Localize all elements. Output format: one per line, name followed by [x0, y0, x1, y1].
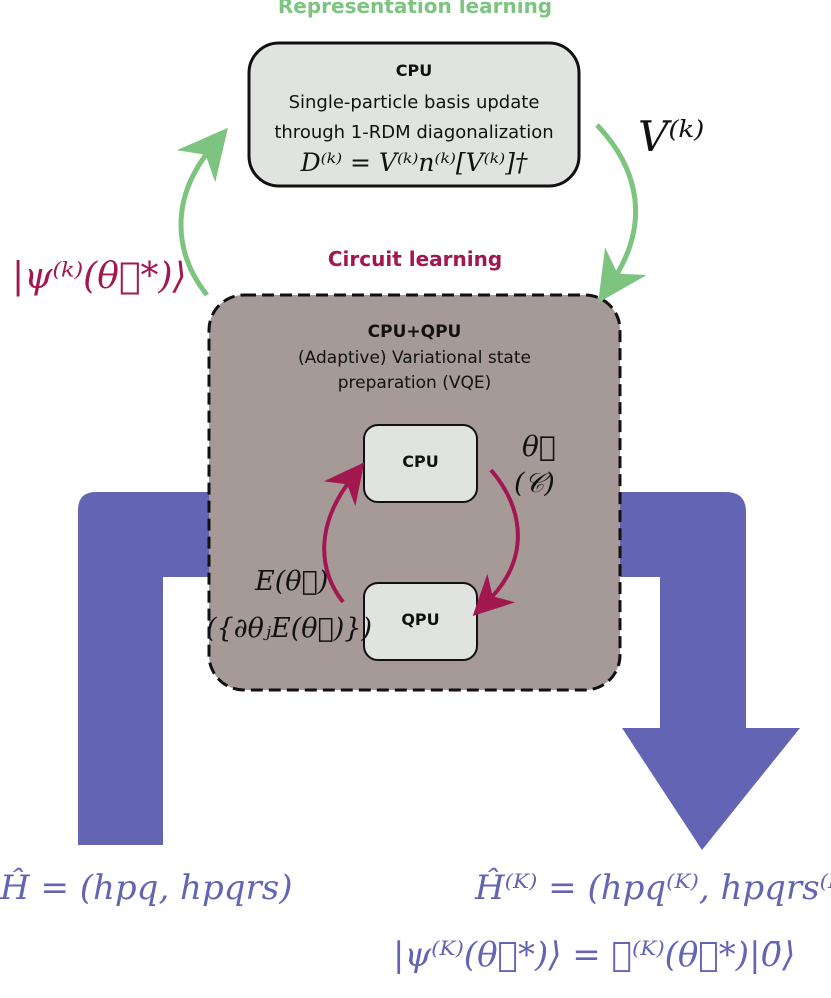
representation-learning-label: Representation learning	[277, 0, 553, 18]
energy-label: E(θ⃗)	[255, 566, 329, 597]
top-cpu-box	[247, 41, 581, 188]
red-arrow-down	[472, 468, 520, 616]
inner-qpu-box	[363, 582, 478, 661]
top-box-line1: Single-particle basis update	[288, 92, 540, 113]
top-box-formula: D⁽ᵏ⁾ = V⁽ᵏ⁾n⁽ᵏ⁾[V⁽ᵏ⁾]†	[300, 148, 528, 177]
circuit-learning-label: Circuit learning	[327, 247, 503, 271]
input-hamiltonian: Ĥ = (hpq, hpqrs)	[0, 868, 293, 908]
theta-label: θ⃗	[522, 430, 556, 463]
main-box-line1: (Adaptive) Variational state	[298, 348, 531, 368]
main-box-title: CPU+QPU	[367, 322, 462, 342]
top-box-title: CPU	[395, 61, 433, 80]
green-arrow-left	[176, 127, 228, 297]
output-hamiltonian: Ĥ⁽ᴷ⁾ = (hpq⁽ᴷ⁾, hpqrs⁽ᴷ⁾)	[475, 868, 831, 908]
green-arrow-right	[595, 123, 647, 303]
top-box-line2: through 1-RDM diagonalization	[274, 122, 554, 143]
gradient-label: ({∂θⱼE(θ⃗)})	[206, 613, 373, 644]
output-state: |ψ⁽ᴷ⁾(θ⃗*)⟩ = 𝒲⁽ᴷ⁾(θ⃗*)|0̄⟩	[393, 935, 796, 975]
state-label: |ψ⁽ᵏ⁾(θ⃗*)⟩	[12, 256, 187, 297]
red-arrow-up	[322, 462, 365, 604]
main-box-line2: preparation (VQE)	[337, 373, 492, 393]
circuit-label: (𝒞)	[514, 468, 555, 499]
inner-qpu-label: QPU	[401, 610, 440, 629]
basis-rotation-label: V⁽ᵏ⁾	[638, 112, 705, 161]
inner-cpu-label: CPU	[402, 452, 439, 471]
